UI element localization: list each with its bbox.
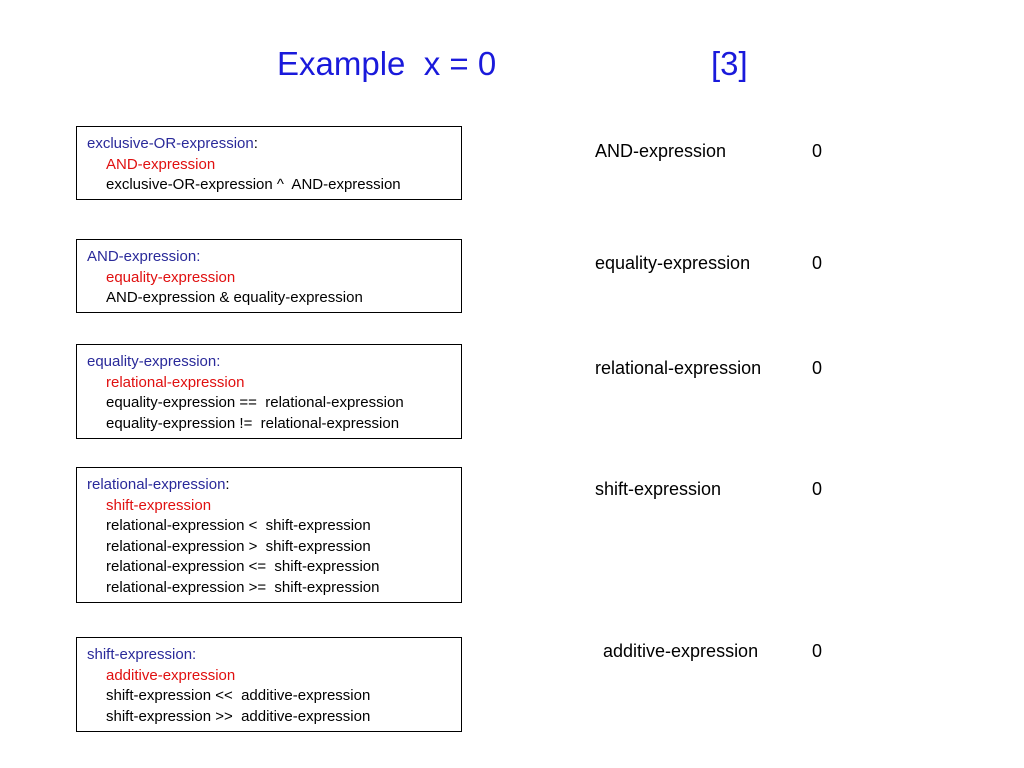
value-row-and: AND-expression 0: [595, 140, 835, 162]
rule-head: exclusive-OR-expression:: [87, 134, 451, 155]
rule-alternative: relational-expression < shift-expression: [106, 517, 371, 534]
rule-box-equality: equality-expression: relational-expressi…: [76, 344, 462, 439]
rule-alternative: AND-expression & equality-expression: [106, 289, 363, 306]
rule-box-and: AND-expression: equality-expression AND-…: [76, 239, 462, 313]
rule-head-name: relational-expression: [87, 476, 226, 493]
rule-head-colon: :: [225, 476, 230, 493]
value-number: 0: [812, 253, 823, 273]
rule-head-name: AND-expression:: [87, 248, 201, 265]
rule-alternative: shift-expression: [106, 496, 212, 514]
rule-head-name: equality-expression:: [87, 353, 221, 370]
rule-alternative: shift-expression << additive-expression: [106, 687, 371, 704]
value-row-relational: relational-expression 0: [595, 357, 835, 379]
value-number: 0: [812, 358, 823, 378]
value-label: AND-expression: [595, 141, 727, 161]
rule-alternative: equality-expression != relational-expres…: [106, 414, 400, 432]
rule-alternative: equality-expression: [106, 268, 236, 286]
value-label: additive-expression: [603, 641, 759, 661]
rule-alternative: additive-expression: [106, 666, 236, 684]
rule-head: AND-expression:: [87, 247, 451, 268]
rule-alternative: shift-expression >> additive-expression: [106, 707, 371, 725]
rule-head: relational-expression:: [87, 475, 451, 496]
slide-reference: [3]: [711, 45, 748, 82]
rule-alternative: exclusive-OR-expression ^ AND-expression: [106, 176, 401, 193]
rule-head-colon: :: [253, 135, 258, 152]
rule-alternative: relational-expression <= shift-expressio…: [106, 558, 380, 575]
value-number: 0: [812, 479, 823, 499]
value-row-additive: additive-expression 0: [603, 640, 843, 662]
rule-alternative: equality-expression == relational-expres…: [106, 394, 404, 411]
rule-head-name: shift-expression:: [87, 646, 197, 663]
rule-alternative: AND-expression: [106, 155, 216, 173]
value-label: relational-expression: [595, 358, 762, 378]
rule-box-shift: shift-expression: additive-expression sh…: [76, 637, 462, 732]
value-number: 0: [812, 141, 823, 161]
rule-box-relational: relational-expression: shift-expression …: [76, 467, 462, 603]
value-row-shift: shift-expression 0: [595, 478, 835, 500]
rule-alternative: relational-expression: [106, 373, 245, 391]
value-label: equality-expression: [595, 253, 751, 273]
rule-box-exclusive-or: exclusive-OR-expression: AND-expression …: [76, 126, 462, 200]
rule-alternative: relational-expression >= shift-expressio…: [106, 578, 380, 596]
rule-head: equality-expression:: [87, 352, 451, 373]
rule-head-name: exclusive-OR-expression: [87, 135, 254, 152]
rule-alternative: relational-expression > shift-expression: [106, 537, 371, 555]
value-number: 0: [812, 641, 823, 661]
rule-head: shift-expression:: [87, 645, 451, 666]
slide-title: Example x = 0: [277, 45, 497, 82]
value-row-equality: equality-expression 0: [595, 252, 835, 274]
value-label: shift-expression: [595, 479, 722, 499]
